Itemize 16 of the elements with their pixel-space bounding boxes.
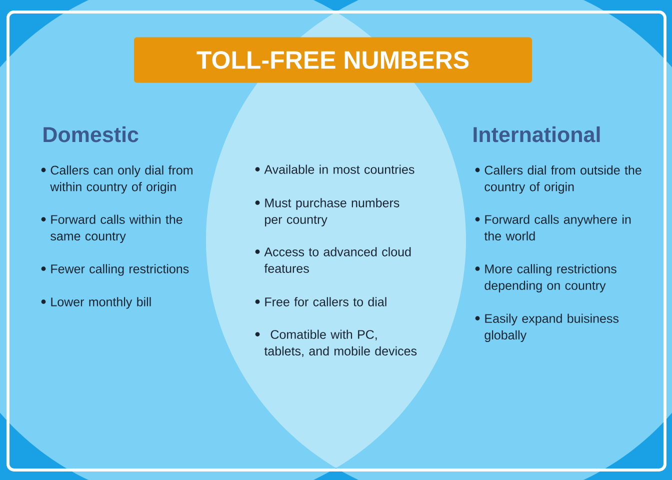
bullet-text: Must purchase numbers per country bbox=[265, 198, 400, 226]
bullet-text: Fewer calling restrictions bbox=[51, 264, 189, 276]
bullet-text: Comatible with PC, tablets, and mobile devices bbox=[264, 330, 417, 357]
bullet-text: More calling restrictions depending on country bbox=[484, 264, 616, 292]
bullet-text: Access to advanced cloud features bbox=[264, 247, 411, 273]
section-heading: International bbox=[474, 126, 600, 142]
bullet-text: Forward calls within the same country bbox=[50, 214, 182, 243]
bullet-text: Callers dial from outside the country of origin bbox=[484, 165, 642, 194]
bullet-text: Callers can only dial from within country of origin bbox=[50, 165, 192, 194]
bullet-text: Available in most countries bbox=[264, 164, 414, 174]
section-heading: Domestic bbox=[44, 126, 138, 142]
title-banner: TOLL-FREE NUMBERS bbox=[134, 37, 532, 83]
bullet-text: Lower monthly bill bbox=[51, 297, 151, 309]
bullet-text: Free for callers to dial bbox=[265, 297, 386, 306]
bullet-text: Easily expand buisiness globally bbox=[484, 314, 619, 342]
bullet-text: Forward calls anywhere in the world bbox=[484, 214, 631, 241]
